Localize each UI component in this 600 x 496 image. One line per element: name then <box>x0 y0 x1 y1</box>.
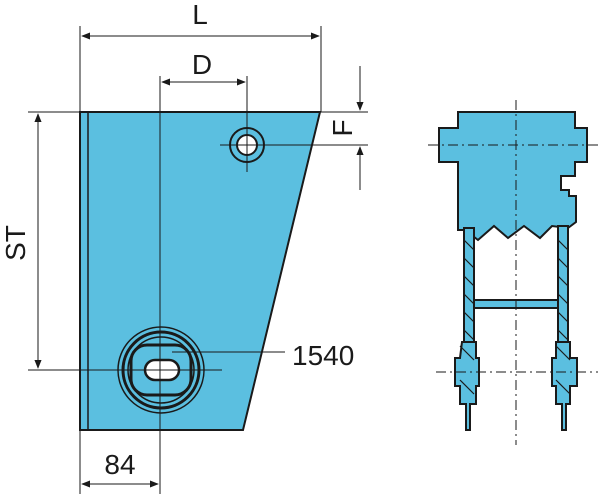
plate-hatching <box>463 239 569 341</box>
boss-hatching <box>459 345 571 395</box>
dimension-pin-height <box>300 66 368 190</box>
bracket-plate <box>79 111 322 431</box>
right-boss <box>551 341 578 431</box>
dimension-stroke <box>28 111 110 371</box>
left-boss <box>454 341 480 431</box>
side-center-lines <box>110 76 368 415</box>
part-number-label: 1540 <box>292 340 354 371</box>
pin-height-label: F <box>327 119 358 136</box>
bottom-offset-label: 84 <box>104 449 135 480</box>
pin-offset-label: D <box>192 49 212 80</box>
side-view: L D F ST 1540 84 <box>0 0 368 494</box>
length-label: L <box>192 0 208 30</box>
stroke-label: ST <box>0 225 31 261</box>
front-view <box>428 100 600 445</box>
dimension-bottom-offset <box>79 415 161 494</box>
front-center-lines <box>428 100 600 445</box>
dimension-length <box>79 26 322 112</box>
top-block <box>438 111 588 242</box>
